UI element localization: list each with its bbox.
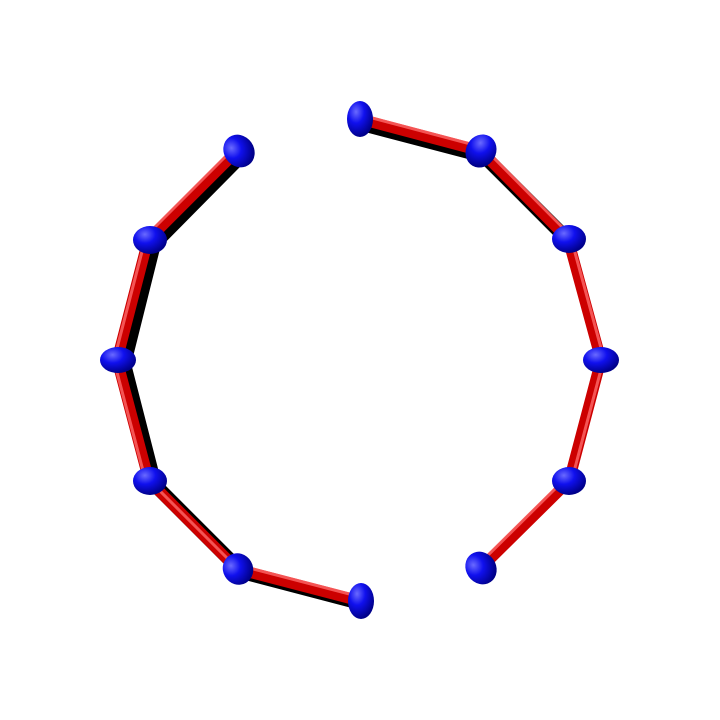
atom bbox=[100, 347, 136, 373]
bond bbox=[142, 146, 242, 246]
atom bbox=[222, 553, 254, 585]
bond bbox=[111, 234, 154, 366]
atom bbox=[133, 467, 167, 495]
bond-highlight bbox=[143, 147, 235, 239]
right-chain-atoms bbox=[347, 101, 619, 585]
bond-highlight bbox=[112, 359, 148, 484]
bond-highlight bbox=[145, 476, 237, 568]
bond bbox=[563, 354, 607, 487]
bond-highlight bbox=[359, 113, 484, 149]
right-chain bbox=[347, 101, 619, 585]
atom bbox=[348, 583, 374, 619]
left-chain bbox=[100, 134, 374, 619]
bond-highlight bbox=[569, 360, 605, 485]
atom bbox=[465, 551, 497, 585]
bond-highlight bbox=[476, 476, 568, 567]
bond bbox=[562, 233, 607, 366]
bond bbox=[231, 563, 366, 607]
bond-highlight bbox=[569, 236, 606, 361]
atom bbox=[552, 225, 586, 253]
bond-shadow bbox=[117, 237, 161, 371]
atom bbox=[465, 134, 497, 168]
bond bbox=[475, 475, 575, 574]
bond-shadow bbox=[147, 150, 247, 251]
bond-highlight bbox=[482, 146, 573, 238]
bond-highlight bbox=[112, 238, 147, 362]
atom bbox=[583, 347, 619, 373]
atom bbox=[347, 101, 373, 137]
bond bbox=[111, 354, 155, 487]
bond bbox=[354, 113, 487, 157]
left-chain-bond-highlights bbox=[112, 147, 363, 599]
bond bbox=[475, 145, 574, 245]
right-chain-bonds bbox=[354, 113, 607, 574]
right-chain-bond-highlights bbox=[359, 113, 606, 567]
bond-highlight bbox=[236, 563, 363, 599]
atom bbox=[552, 467, 586, 495]
atom bbox=[223, 134, 255, 168]
atom bbox=[133, 226, 167, 254]
left-chain-atoms bbox=[100, 134, 374, 619]
